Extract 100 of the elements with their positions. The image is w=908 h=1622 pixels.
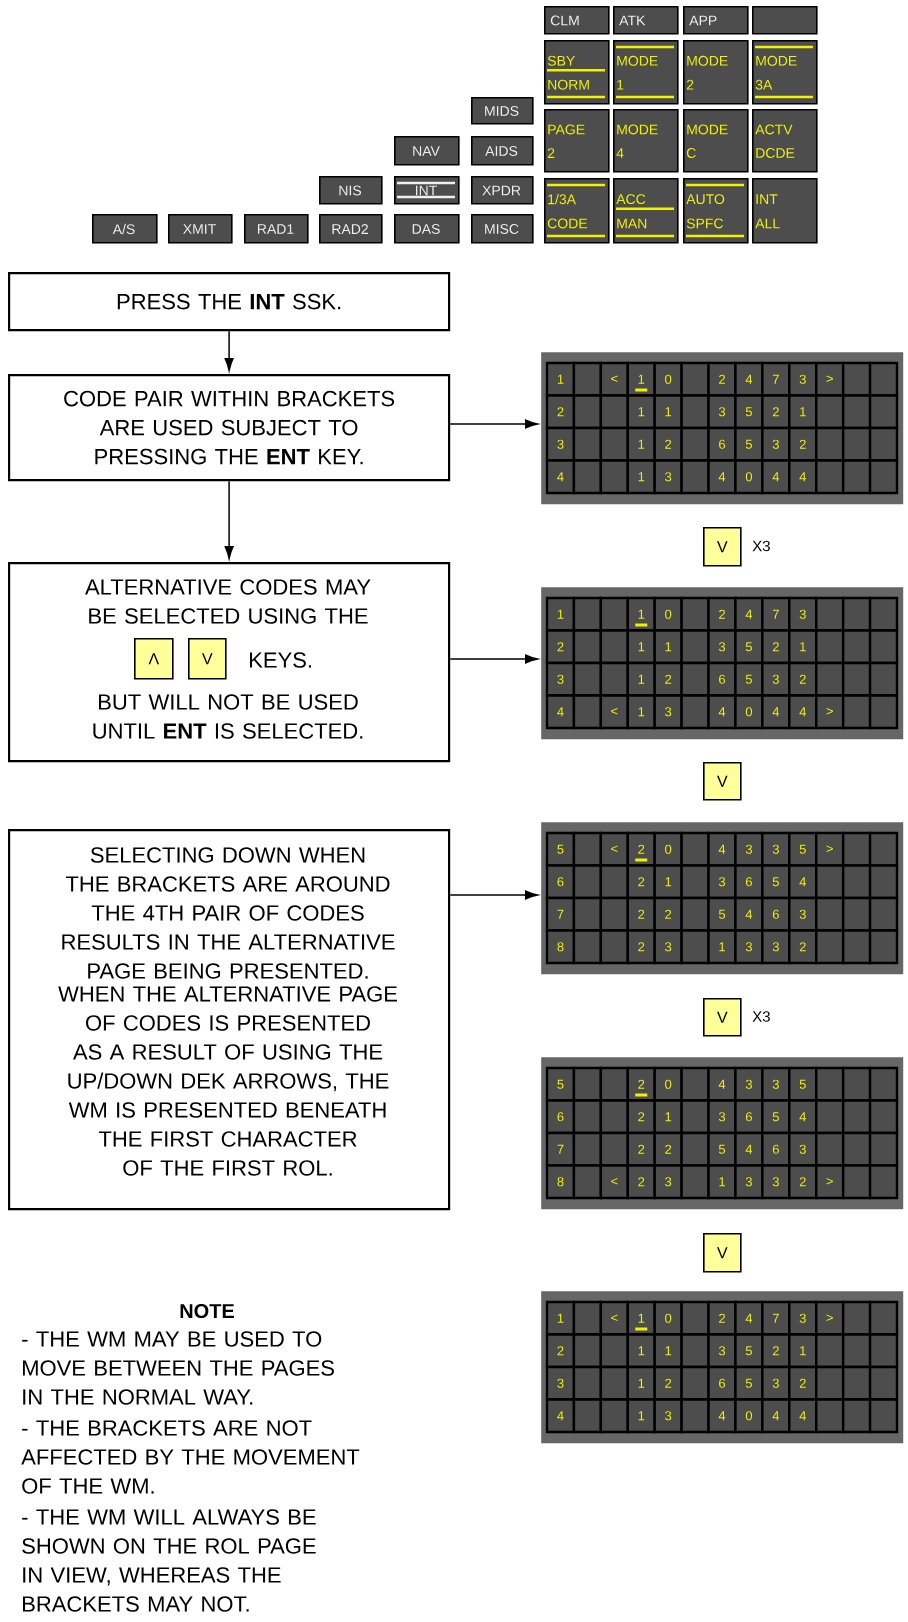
soft-key: ACTV DCDE [752,109,818,173]
display-cell: > [815,831,845,867]
display-cell: 1 [626,459,656,495]
display-cell: 3 [788,1300,818,1336]
soft-key: PAGE 2 [544,109,610,173]
display-cell: 4 [545,694,576,730]
display-cell: 2 [626,929,656,965]
display-cell: 5 [788,1066,818,1102]
soft-key: INT ALL [752,178,818,244]
arrow [449,890,539,900]
display-cell: 5 [707,1131,737,1167]
display-cell: 1 [626,694,656,730]
display-cell: 4 [707,1066,737,1102]
display-cell: 7 [545,896,576,932]
display-cell: 2 [653,661,683,697]
note-text: - THE WM MAY BE USED TO MOVE BETWEEN THE PAGES IN THE NORMAL WAY. [22,1331,334,1405]
display-cell: 0 [653,831,683,867]
instruction-box: PRESS THE INT SSK. [8,272,451,332]
soft-key: INT [394,176,460,205]
display-cell: 3 [734,831,764,867]
soft-key: APP [683,6,749,35]
display-cell: 0 [653,596,683,632]
display-cell: 3 [653,1164,683,1200]
display-cell: 3 [761,661,791,697]
soft-key: RAD1 [244,214,309,244]
display-cell: 2 [653,426,683,462]
display-cell: 8 [545,929,576,965]
soft-key: RAD2 [319,214,383,244]
display-cell: 1 [545,1300,576,1336]
display-cell: 5 [734,661,764,697]
display-cell: 4 [788,1398,818,1434]
display-cell: 4 [734,896,764,932]
soft-key: MODE 2 [683,40,749,105]
display-cell: 0 [653,361,683,397]
key-button: V [703,1233,742,1273]
display-cell: 4 [707,694,737,730]
key-button: Λ [134,638,174,680]
display-cell: 0 [734,459,764,495]
soft-key: A/S [92,214,158,244]
display-cell: 2 [653,1365,683,1401]
display-cell: 3 [761,1365,791,1401]
display-cell: 3 [788,1131,818,1167]
display-cell: 3 [788,361,818,397]
display-cell: 5 [788,831,818,867]
note-text: - THE WM WILL ALWAYS BE SHOWN ON THE ROL PAGE IN VIEW, WHEREAS THE BRACKETS MAY NOT. [22,1509,316,1612]
display-cell: 4 [761,459,791,495]
instruction-box: SELECTING DOWN WHEN THE BRACKETS ARE AROUND THE 4TH PAIR OF CODES RESULTS IN THE ALTERNATIVE PAGE BEING PRESENTED. WHEN THE ALTERNATIVE PAGE OF CODES IS PRESENTED AS A RESULT OF USING THE UP/DOWN DEK ARROWS, THE WM IS PRESENTED BENEATH THE FIRST CHARACTER OF THE FIRST ROL. [8,829,451,1211]
display-cell: 2 [788,426,818,462]
key-button: V [703,527,742,567]
display-cell: 1 [545,596,576,632]
display-cell: 3 [653,929,683,965]
display-cell: 7 [761,361,791,397]
display-cell: 3 [734,1164,764,1200]
soft-key: XPDR [471,176,534,205]
display-cell: 4 [788,459,818,495]
display-cell: 6 [545,1099,576,1135]
display-cell: 5 [545,831,576,867]
display-cell: 4 [707,1398,737,1434]
display-cell: 7 [761,1300,791,1336]
display-cell: 1 [626,1365,656,1401]
display-cell: 2 [707,361,737,397]
display-cell: 1 [626,661,656,697]
display-cell: 2 [545,1333,576,1369]
soft-key: MISC [471,214,534,244]
display-cell: 6 [761,896,791,932]
display-cell: 0 [653,1066,683,1102]
soft-key: SBY NORM [544,40,610,105]
display-cell: 3 [761,831,791,867]
display-cell: 5 [707,896,737,932]
display-cell: 4 [707,459,737,495]
soft-key: MODE C [683,109,749,173]
arrow [224,330,234,372]
display-cell: 1 [707,1164,737,1200]
display-cell: 3 [545,426,576,462]
display-cell: 2 [788,929,818,965]
display-cell: 3 [761,1066,791,1102]
display-cell: 2 [653,896,683,932]
display-cell: 6 [707,426,737,462]
display-cell: > [815,1300,845,1336]
display-cell: 4 [761,1398,791,1434]
display-cell: > [815,361,845,397]
soft-key: MODE 4 [613,109,679,173]
display-cell: 2 [788,661,818,697]
soft-key: 1/3A CODE [544,178,610,244]
soft-key: XMIT [168,214,233,244]
display-cell: 4 [734,596,764,632]
display-cell: 3 [788,896,818,932]
display-cell: 1 [707,929,737,965]
display-cell: 2 [626,1164,656,1200]
arrow [224,480,234,560]
display-cell: 0 [734,694,764,730]
display-cell: < [599,1300,629,1336]
key-button: V [703,998,742,1037]
display-cell: < [599,831,629,867]
display-cell: 4 [545,459,576,495]
display-cell: 5 [734,426,764,462]
display-cell: 2 [788,1365,818,1401]
display-cell: 3 [761,426,791,462]
display-cell: 4 [545,1398,576,1434]
display-cell: 2 [653,1131,683,1167]
